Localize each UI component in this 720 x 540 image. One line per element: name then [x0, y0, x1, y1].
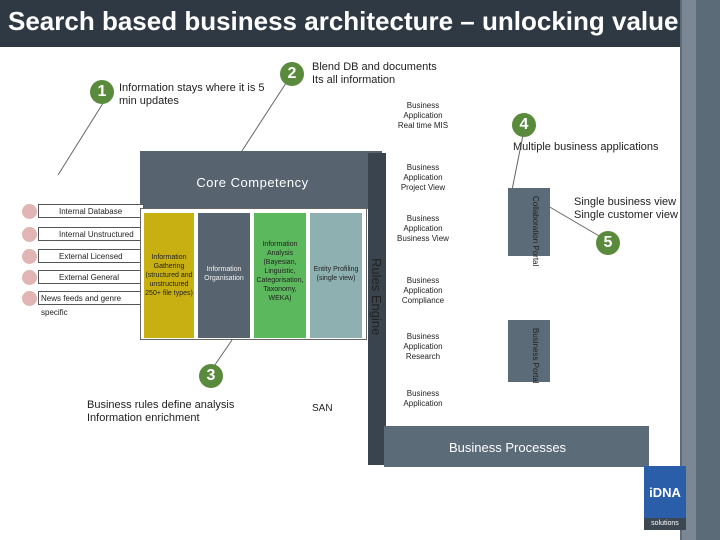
source-dot	[22, 204, 37, 219]
right-strip-accent	[682, 0, 696, 540]
callout-1-text: Information stays where it is 5 min upda…	[119, 82, 265, 107]
app-project-view: Business Application Project View	[400, 163, 446, 192]
collaboration-portal: Collaboration Portal	[508, 188, 550, 267]
entity-profiling-column: Entity Profiling (single view)	[310, 213, 362, 338]
callout-1-line	[57, 99, 106, 176]
info-analysis-column: Information Analysis (Bayesian, Linguist…	[254, 213, 306, 338]
callout-5-badge: 5	[596, 231, 620, 255]
info-organisation-column: Information Organisation	[198, 213, 250, 338]
idna-logo-sub: solutions	[644, 518, 686, 530]
callout-5-line	[547, 205, 607, 241]
app-generic: Business Application	[403, 389, 443, 408]
info-analysis-label: Information Analysis (Bayesian, Linguist…	[256, 241, 304, 302]
source-dot	[22, 227, 37, 242]
source-dot	[22, 249, 37, 264]
source-dot	[22, 270, 37, 285]
source-external-general: External General	[38, 270, 144, 284]
entity-profiling-label: Entity Profiling (single view)	[313, 266, 359, 282]
business-portal-label: Business Portal	[531, 328, 540, 384]
title-bar	[0, 0, 680, 47]
info-gathering-label: Information Gathering (structured and un…	[145, 254, 193, 297]
callout-4-badge: 4	[512, 113, 536, 137]
rules-engine-label: Rules Engine	[369, 258, 384, 336]
collaboration-portal-label: Collaboration Portal	[531, 196, 540, 267]
app-research: Business Application Research	[403, 332, 443, 361]
info-gathering-column: Information Gathering (structured and un…	[144, 213, 194, 338]
business-processes-bar	[384, 426, 649, 467]
source-internal-unstructured: Internal Unstructured	[38, 227, 144, 241]
app-business-view: Business Application Business View	[397, 214, 449, 243]
core-competency-label: Core Competency	[196, 175, 309, 190]
callout-2-line	[237, 79, 289, 158]
callout-3-text: Business rules define analysis Informati…	[87, 399, 235, 424]
callout-3-badge: 3	[199, 364, 223, 388]
source-external-licensed: External Licensed	[38, 249, 144, 263]
rules-engine-bar	[368, 153, 386, 465]
business-processes-label: Business Processes	[449, 440, 567, 455]
source-dot	[22, 291, 37, 306]
callout-4-text: Multiple business applications	[513, 141, 659, 153]
source-news-feeds: News feeds and genre specific	[38, 291, 144, 317]
callout-2-badge: 2	[280, 62, 304, 86]
info-organisation-label: Information Organisation	[204, 266, 244, 282]
core-competency-band	[140, 151, 382, 209]
callout-2-text: Blend DB and documents Its all informati…	[312, 61, 437, 86]
callout-5-text: Single business view Single customer vie…	[574, 196, 678, 221]
app-realtime-mis: Business Application Real time MIS	[397, 101, 449, 130]
idna-logo: iDNA	[644, 466, 686, 518]
san-label: SAN	[312, 403, 333, 414]
page-title: Search based business architecture – unl…	[8, 6, 679, 36]
app-compliance: Business Application Compliance	[401, 276, 445, 305]
callout-1-badge: 1	[90, 80, 114, 104]
business-portal: Business Portal	[508, 320, 550, 384]
source-internal-database: Internal Database	[38, 204, 144, 218]
